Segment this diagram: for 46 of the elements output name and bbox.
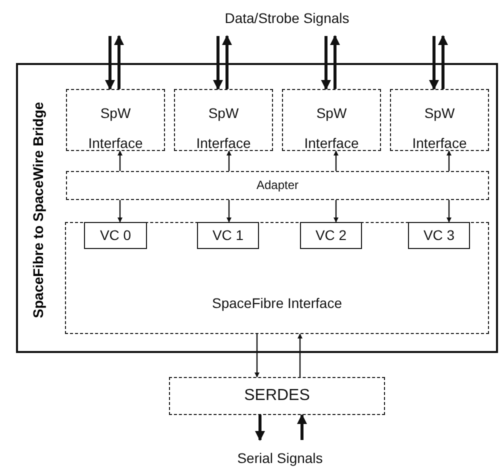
arrow xyxy=(428,36,440,90)
node-label: SpaceFibre to SpaceWire Bridge xyxy=(30,102,46,318)
arrow xyxy=(330,34,340,89)
module-box xyxy=(65,222,489,334)
arrow xyxy=(117,150,123,171)
module-box xyxy=(66,89,165,151)
arrow xyxy=(117,200,123,222)
node-label: SpaceFibre Interface xyxy=(211,295,343,311)
arrow xyxy=(333,200,339,222)
module-box xyxy=(66,171,489,200)
channel-box xyxy=(197,222,259,249)
node-label: SpW Interface xyxy=(87,104,144,153)
arrow xyxy=(446,200,452,222)
module-box xyxy=(174,89,273,151)
bridge-frame xyxy=(16,63,498,353)
arrow xyxy=(104,36,116,90)
module-box xyxy=(282,89,381,151)
node-label: VC 3 xyxy=(422,227,456,243)
node-label: SpW Interface xyxy=(411,104,468,153)
arrow xyxy=(296,414,308,440)
arrow xyxy=(114,34,124,89)
module-box xyxy=(390,89,489,151)
signal-label: Data/Strobe Signals xyxy=(224,10,350,26)
arrow xyxy=(212,36,224,90)
arrow xyxy=(254,334,260,378)
node-label: Adapter xyxy=(255,178,300,192)
channel-box xyxy=(84,222,147,249)
arrow xyxy=(226,200,232,222)
node-label: VC 1 xyxy=(211,227,245,243)
arrow xyxy=(320,36,332,90)
arrow xyxy=(446,150,452,171)
arrow xyxy=(254,415,266,442)
channel-box xyxy=(300,222,362,249)
arrow xyxy=(222,34,232,89)
signal-label: Serial Signals xyxy=(237,450,323,466)
node-label: SERDES xyxy=(243,387,311,405)
node-label: VC 0 xyxy=(98,227,132,243)
node-label: SpW Interface xyxy=(195,104,252,153)
arrow xyxy=(438,34,448,89)
channel-box xyxy=(408,222,470,249)
arrow xyxy=(333,150,339,171)
node-label: SpW Interface xyxy=(303,104,360,153)
arrow xyxy=(297,334,303,377)
module-box xyxy=(169,377,385,415)
node-label: VC 2 xyxy=(314,227,348,243)
arrow xyxy=(226,150,232,171)
